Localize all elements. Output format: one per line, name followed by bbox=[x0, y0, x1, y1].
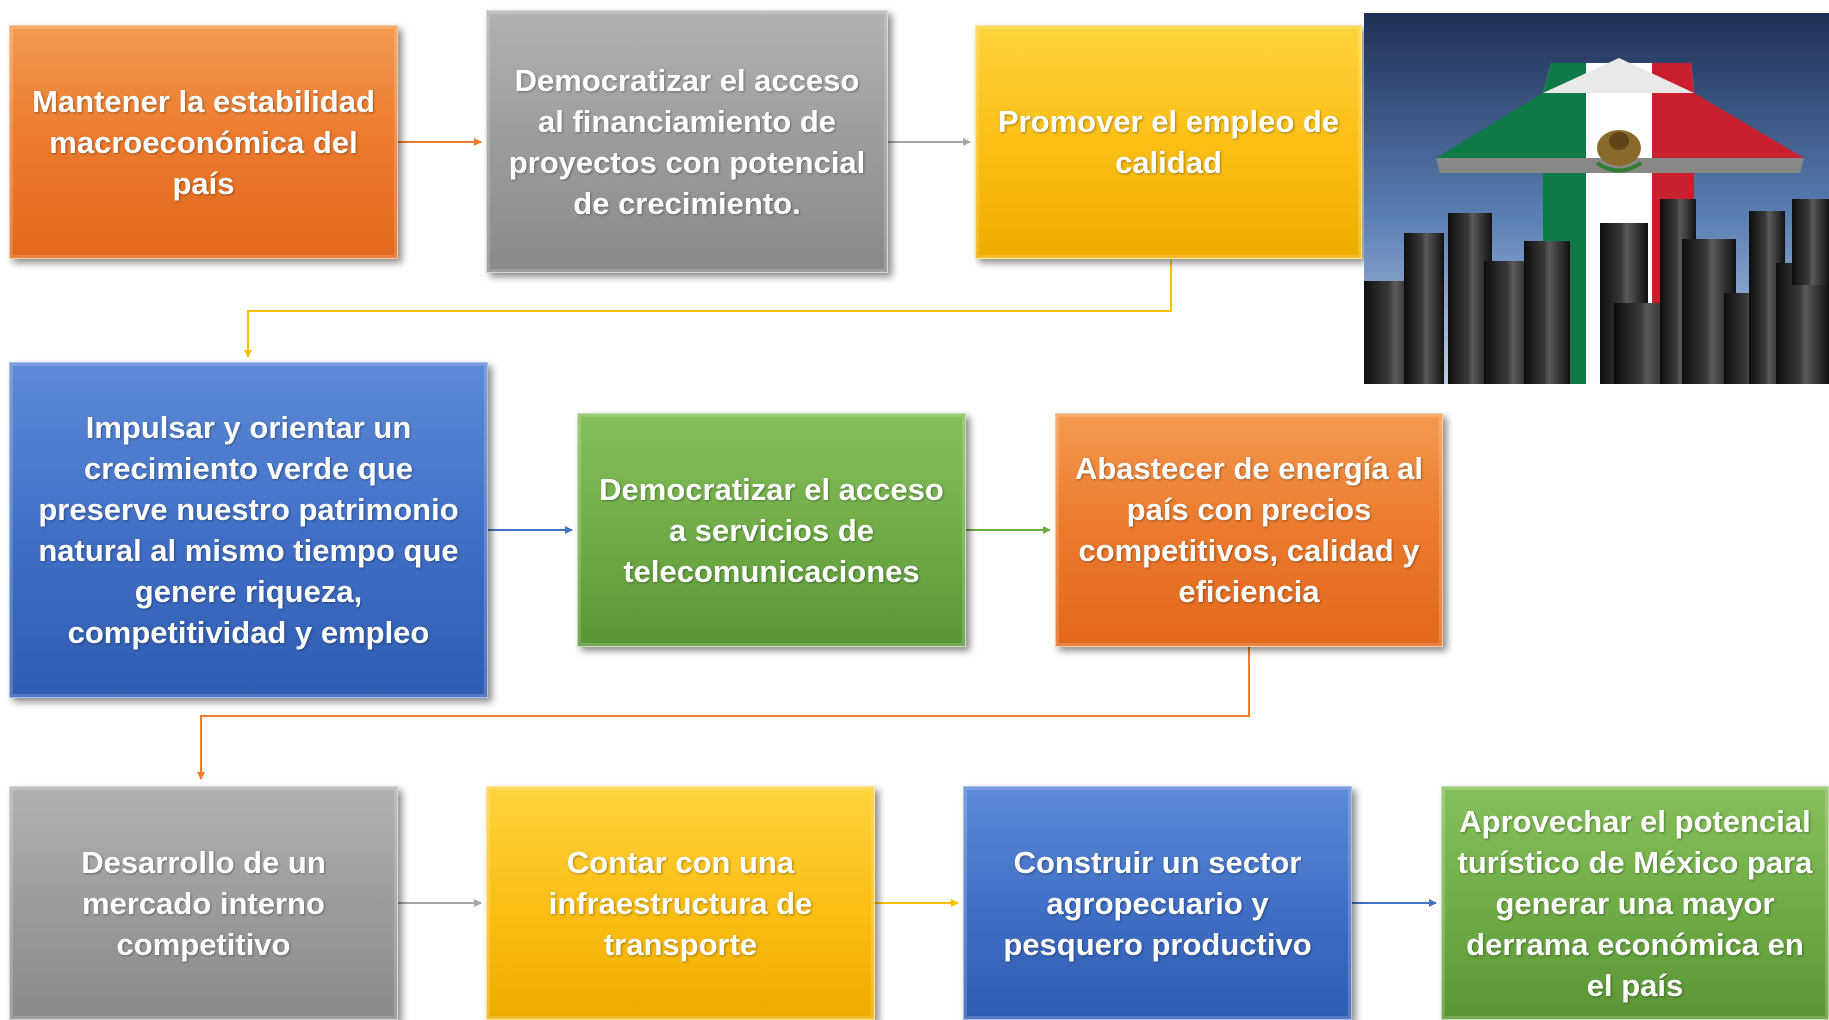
box-mercado-interno[interactable]: Desarrollo de un mercado interno competi… bbox=[9, 786, 398, 1020]
box-infraestructura-transporte[interactable]: Contar con una infraestructura de transp… bbox=[486, 786, 875, 1020]
box-label: Democratizar el acceso al financiamiento… bbox=[508, 62, 866, 221]
box-energia[interactable]: Abastecer de energía al país con precios… bbox=[1055, 413, 1443, 647]
box-label: Impulsar y orientar un crecimiento verde… bbox=[38, 410, 459, 650]
box-financiamiento[interactable]: Democratizar el acceso al financiamiento… bbox=[486, 10, 888, 273]
box-telecomunicaciones[interactable]: Democratizar el acceso a servicios de te… bbox=[577, 413, 966, 647]
box-estabilidad-macroeconomica[interactable]: Mantener la estabilidad macroeconómica d… bbox=[9, 25, 398, 259]
arrow-b6-b7 bbox=[197, 647, 1250, 780]
box-label: Promover el empleo de calidad bbox=[997, 104, 1340, 180]
mexico-flag-arrow-image bbox=[1364, 13, 1829, 384]
box-label: Democratizar el acceso a servicios de te… bbox=[599, 471, 944, 589]
box-label: Abastecer de energía al país con precios… bbox=[1074, 451, 1424, 609]
box-empleo-calidad[interactable]: Promover el empleo de calidad bbox=[975, 25, 1362, 259]
box-label: Construir un sector agropecuario y pesqu… bbox=[1003, 844, 1312, 962]
box-crecimiento-verde[interactable]: Impulsar y orientar un crecimiento verde… bbox=[9, 362, 488, 698]
box-label: Desarrollo de un mercado interno competi… bbox=[81, 844, 326, 962]
arrow-b3-b4 bbox=[244, 260, 1172, 358]
box-label: Contar con una infraestructura de transp… bbox=[548, 844, 813, 962]
box-label: Aprovechar el potencial turístico de Méx… bbox=[1457, 803, 1813, 1003]
box-potencial-turistico[interactable]: Aprovechar el potencial turístico de Méx… bbox=[1441, 786, 1829, 1020]
box-sector-agropecuario[interactable]: Construir un sector agropecuario y pesqu… bbox=[963, 786, 1352, 1020]
box-label: Mantener la estabilidad macroeconómica d… bbox=[32, 83, 375, 201]
